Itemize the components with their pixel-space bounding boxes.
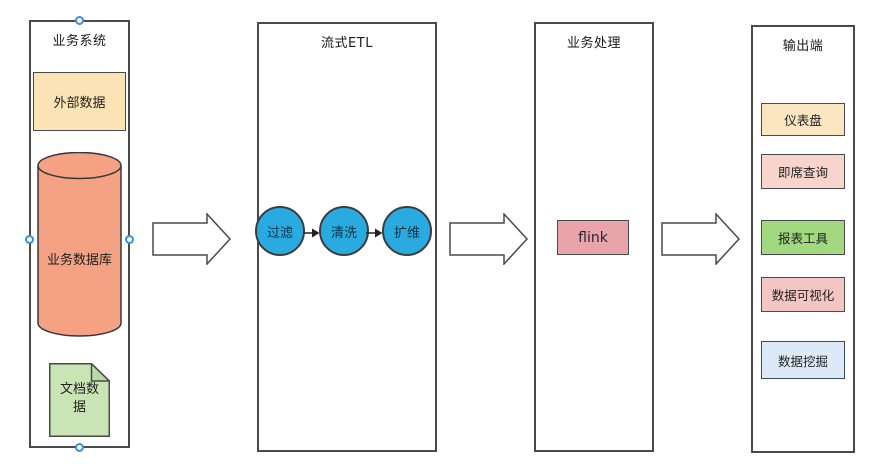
- block-arrow-right-icon: [152, 213, 232, 265]
- output-item-data-mining[interactable]: 数据挖掘: [761, 341, 845, 379]
- selection-handle-right[interactable]: [125, 235, 134, 244]
- document-fold-corner: [90, 363, 110, 382]
- document-data-shape[interactable]: 文档数据: [49, 363, 110, 437]
- document-data-label: 文档数据: [59, 382, 99, 415]
- etl-connector-2: [366, 228, 383, 238]
- flow-arrow-2[interactable]: [449, 213, 529, 265]
- output-item-dashboard[interactable]: 仪表盘: [761, 103, 845, 136]
- selection-handle-top[interactable]: [75, 16, 84, 25]
- output-item-data-mining-label: 数据挖掘: [777, 353, 828, 369]
- document-shape: [49, 363, 110, 437]
- output-title: 输出端: [782, 39, 824, 54]
- business-database-label: 业务数据库: [46, 253, 112, 268]
- etl-step-clean-label: 清洗: [330, 225, 357, 241]
- arrowhead-icon: [312, 228, 320, 238]
- cylinder-top: [37, 152, 122, 180]
- output-item-report-tool-label: 报表工具: [777, 231, 828, 246]
- arrowhead-icon: [375, 228, 383, 238]
- selection-handle-left[interactable]: [25, 235, 34, 244]
- cylinder-shape: [37, 152, 122, 337]
- selection-handle-bottom[interactable]: [75, 443, 84, 452]
- business-processing-title: 业务处理: [566, 36, 621, 51]
- flow-arrow-3[interactable]: [661, 213, 741, 265]
- etl-step-filter[interactable]: 过滤: [255, 206, 305, 256]
- etl-connector-1: [303, 228, 320, 238]
- external-data-box[interactable]: 外部数据: [33, 72, 126, 131]
- output-item-report-tool[interactable]: 报表工具: [761, 220, 845, 255]
- etl-step-clean[interactable]: 清洗: [319, 206, 369, 256]
- etl-step-expand-label: 扩维: [393, 225, 420, 241]
- flink-box[interactable]: flink: [557, 220, 629, 255]
- business-system-title: 业务系统: [52, 34, 107, 49]
- etl-step-filter-label: 过滤: [266, 225, 293, 241]
- block-arrow-right-icon: [661, 213, 741, 265]
- document-body: [49, 363, 110, 437]
- business-database-cylinder[interactable]: 业务数据库: [37, 152, 122, 337]
- block-arrow-right-icon: [449, 213, 529, 265]
- output-item-data-visualization[interactable]: 数据可视化: [761, 277, 845, 312]
- flow-arrow-1[interactable]: [152, 213, 232, 265]
- output-item-adhoc-query-label: 即席查询: [777, 165, 828, 180]
- output-item-dashboard-label: 仪表盘: [784, 113, 822, 128]
- output-item-data-visualization-label: 数据可视化: [771, 288, 835, 303]
- output-item-adhoc-query[interactable]: 即席查询: [761, 154, 845, 189]
- flink-label: flink: [578, 229, 608, 246]
- streaming-etl-title: 流式ETL: [321, 36, 373, 51]
- etl-step-expand[interactable]: 扩维: [382, 206, 432, 256]
- external-data-label: 外部数据: [53, 96, 106, 111]
- cylinder-body: [37, 165, 122, 337]
